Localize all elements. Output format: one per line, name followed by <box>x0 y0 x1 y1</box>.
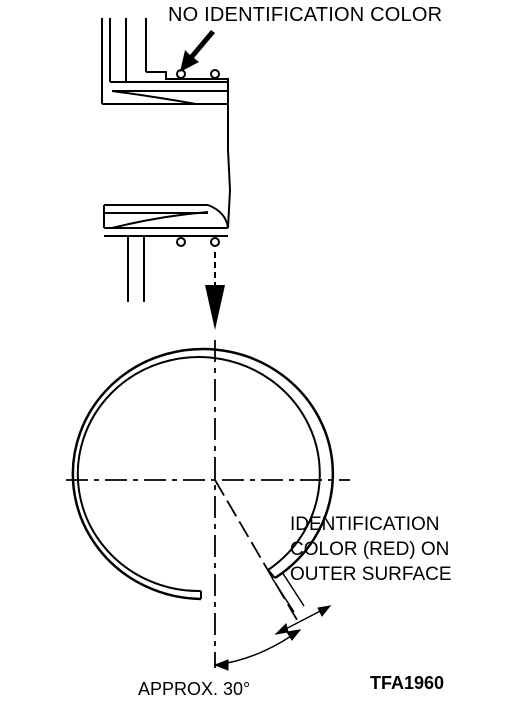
identification-color-label-line-1: IDENTIFICATION <box>290 514 440 535</box>
no-identification-color-label: NO IDENTIFICATION COLOR <box>168 4 443 26</box>
down-arrow-icon <box>205 252 225 330</box>
angle-dimension <box>213 629 302 671</box>
center-lines <box>66 340 350 668</box>
identification-color-label-line-2: COLOR (RED) ON <box>290 539 450 560</box>
identification-color-label-line-3: OUTER SURFACE <box>290 564 452 585</box>
piston-upper-section <box>101 18 229 105</box>
piston-lower-section <box>103 204 229 302</box>
angle-label: APPROX. 30° <box>138 679 251 699</box>
id-color-mark <box>271 571 332 635</box>
piston-outline <box>227 104 232 229</box>
figure-code: TFA1960 <box>370 673 445 693</box>
piston-ring <box>71 347 335 601</box>
no-color-arrow-icon <box>180 30 215 72</box>
